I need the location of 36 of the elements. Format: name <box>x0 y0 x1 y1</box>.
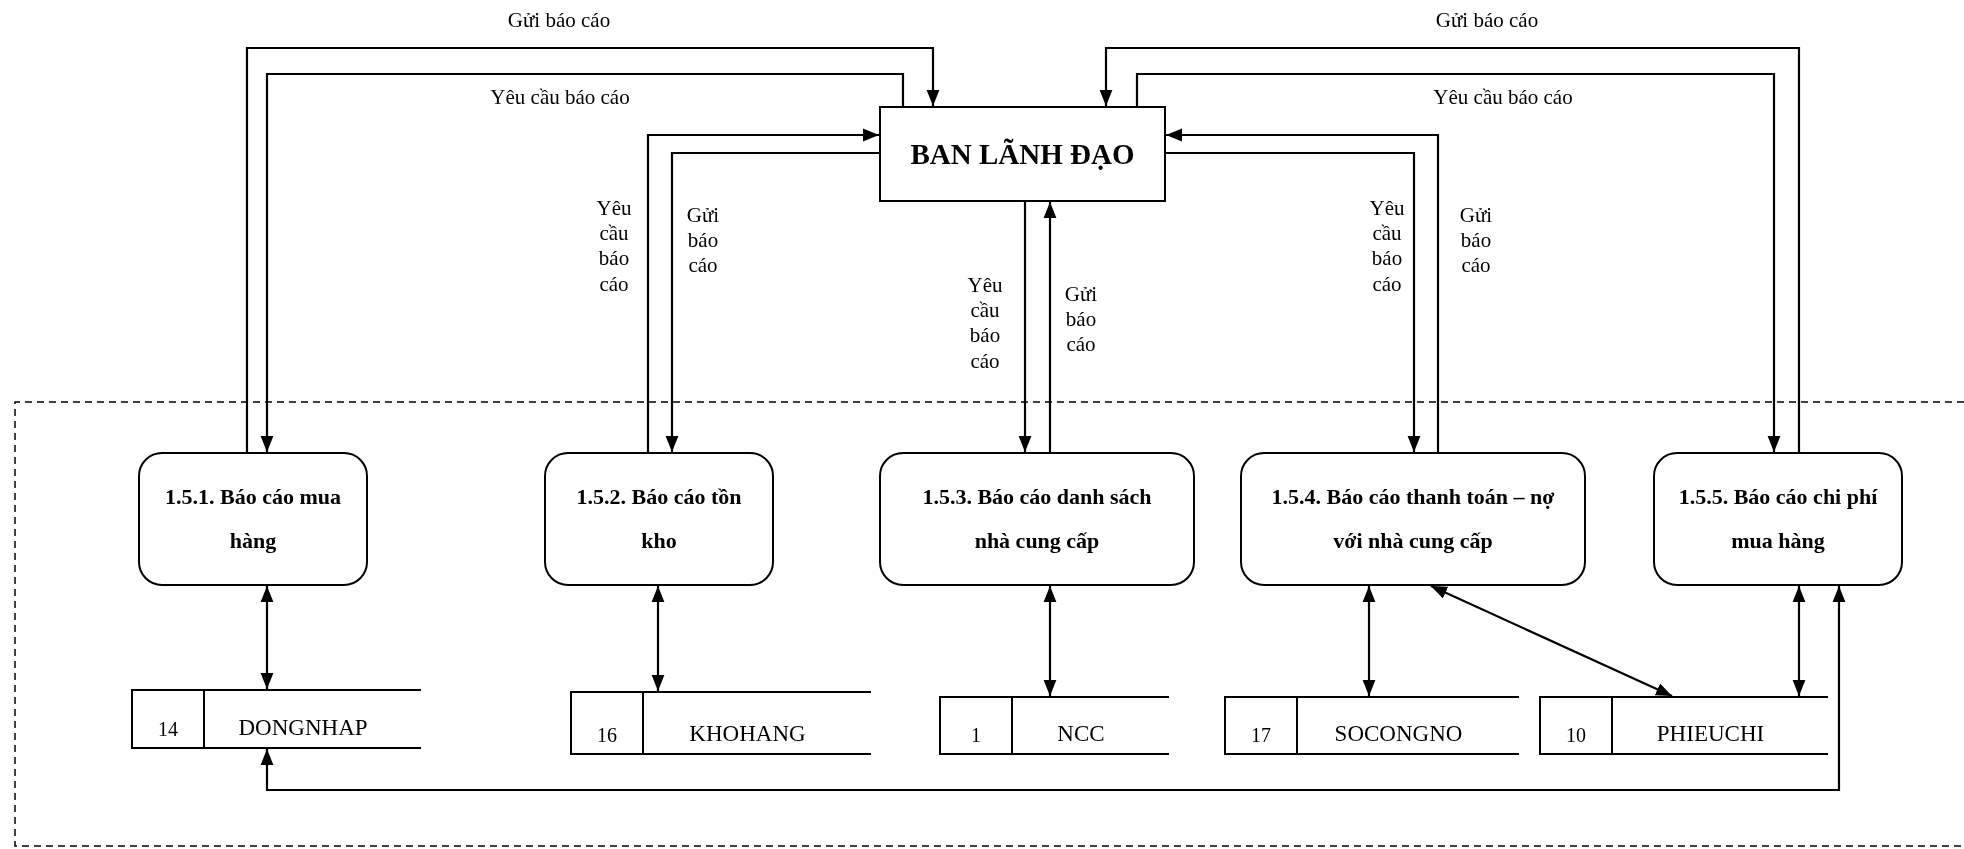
store-number: 10 <box>1566 724 1586 748</box>
store-name: SOCONGNO <box>1334 721 1464 748</box>
process-name: 1.5.1. Báo cáo mua hàng <box>164 483 342 555</box>
store-name: DONGNHAP <box>238 715 369 742</box>
process-box <box>879 452 1195 586</box>
entity-box <box>879 106 1166 202</box>
arrow <box>260 586 274 689</box>
process-box <box>1653 452 1903 586</box>
arrow <box>1043 586 1057 696</box>
data-store <box>1224 696 1519 755</box>
process-box <box>138 452 368 586</box>
process-name: 1.5.2. Báo cáo tồn kho <box>575 483 743 555</box>
arrow <box>1430 585 1673 697</box>
store-number: 14 <box>158 718 178 742</box>
process-box <box>544 452 774 586</box>
arrow <box>260 586 1846 792</box>
store-number: 1 <box>971 724 981 748</box>
arrow <box>651 586 665 691</box>
arrow <box>1792 586 1806 696</box>
process-name: 1.5.3. Báo cáo danh sách nhà cung cấp <box>921 483 1153 555</box>
process-name: 1.5.5. Báo cáo chi phí mua hàng <box>1677 483 1879 555</box>
data-store <box>131 689 421 749</box>
store-name: NCC <box>1057 721 1106 748</box>
data-store <box>939 696 1169 755</box>
arrow <box>1362 586 1376 696</box>
entity-name: BAN LÃNH ĐẠO <box>910 137 1135 171</box>
process-box <box>1240 452 1586 586</box>
store-number: 16 <box>597 724 617 748</box>
data-store <box>570 691 871 755</box>
process-name: 1.5.4. Báo cáo thanh toán – nợ với nhà cung cấp <box>1270 483 1556 555</box>
store-name: PHIEUCHI <box>1656 721 1766 748</box>
data-store <box>1539 696 1828 755</box>
store-name: KHOHANG <box>689 721 807 748</box>
store-number: 17 <box>1251 724 1271 748</box>
arrow <box>1018 202 1032 452</box>
arrow <box>1043 202 1057 452</box>
